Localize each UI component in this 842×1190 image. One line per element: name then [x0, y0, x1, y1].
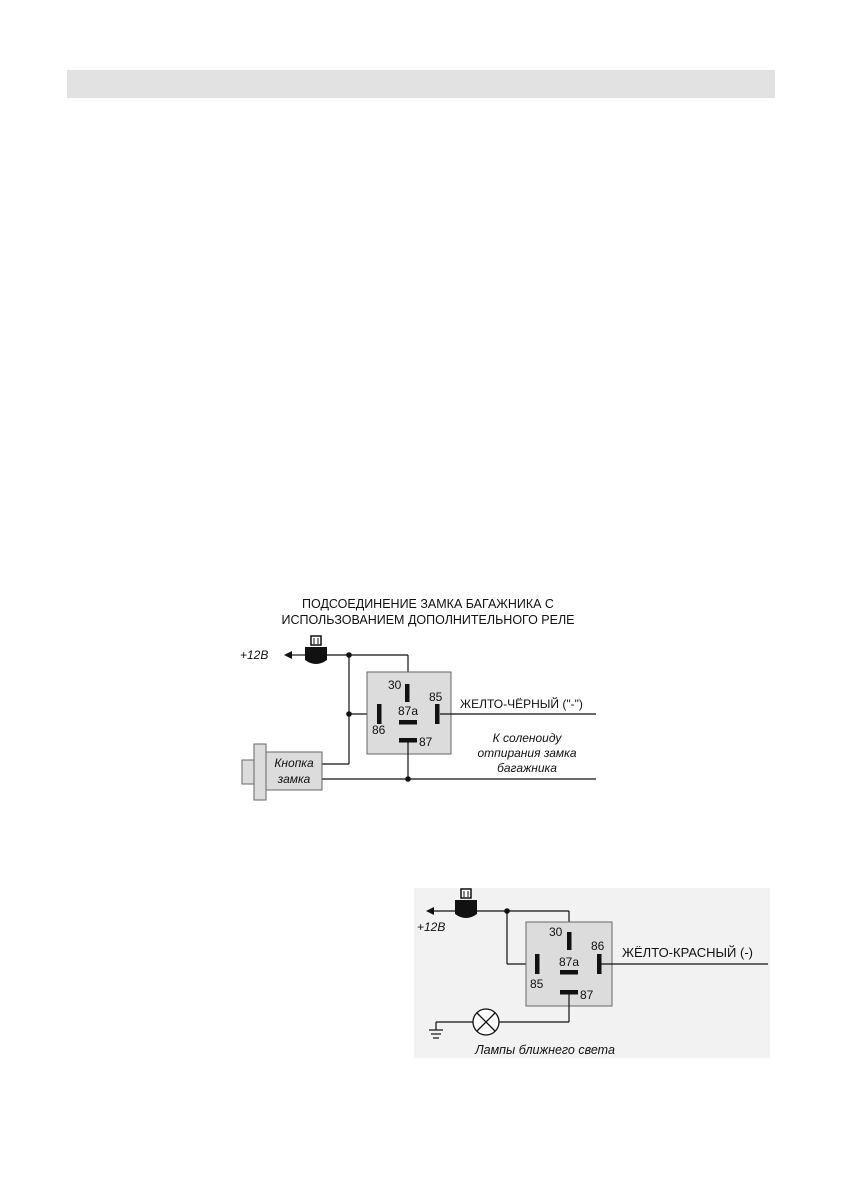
ground-icon: [429, 1022, 443, 1039]
supply-arrow-icon: [426, 907, 434, 915]
fuse-icon: [305, 635, 327, 664]
relay1-pin-30: 30: [388, 678, 402, 692]
solenoid-label-line2: отпирания замка: [478, 746, 577, 760]
solenoid-label-line1: К соленоиду: [493, 731, 563, 745]
diagram1-title-line2: ИСПОЛЬЗОВАНИЕМ ДОПОЛНИТЕЛЬНОГО РЕЛЕ: [281, 613, 574, 627]
header-band: [67, 70, 775, 98]
lock-button-icon: [241, 743, 323, 801]
relay2-pin-85: 85: [530, 977, 544, 991]
relay2-pin-30: 30: [549, 925, 563, 939]
relay1-pin-85: 85: [429, 690, 443, 704]
relay2-pin-86: 86: [591, 939, 605, 953]
diagram1-title-line1: ПОДСОЕДИНЕНИЕ ЗАМКА БАГАЖНИКА С: [302, 597, 554, 611]
lamp-icon: [472, 1008, 500, 1036]
fuse-icon: [455, 888, 477, 918]
lamp-label: Лампы ближнего света: [474, 1043, 615, 1057]
button-label-line2: замка: [277, 772, 311, 786]
relay2-pin-87: 87: [580, 988, 594, 1002]
diagram1-supply-label: +12В: [240, 648, 268, 662]
supply-arrow-icon: [284, 651, 292, 659]
relay1-pin-86: 86: [372, 723, 386, 737]
diagram2-wire-label: ЖЁЛТО-КРАСНЫЙ (-): [622, 945, 753, 960]
headlight-diagram: +12В 30 86 87a 85 87 ЖЁЛТО-КРАСНЫЙ (-): [414, 888, 770, 1058]
relay1-pin-87: 87: [419, 735, 433, 749]
button-label-line1: Кнопка: [274, 756, 314, 770]
relay1-pin-87a: 87a: [398, 704, 418, 718]
trunk-lock-diagram: ПОДСОЕДИНЕНИЕ ЗАМКА БАГАЖНИКА С ИСПОЛЬЗО…: [240, 597, 596, 801]
diagram1-wire-label: ЖЕЛТО-ЧЁРНЫЙ ("-"): [460, 696, 583, 711]
solenoid-label-line3: багажника: [497, 761, 557, 775]
diagram2-supply-label: +12В: [417, 920, 445, 934]
relay2-pin-87a: 87a: [559, 955, 579, 969]
